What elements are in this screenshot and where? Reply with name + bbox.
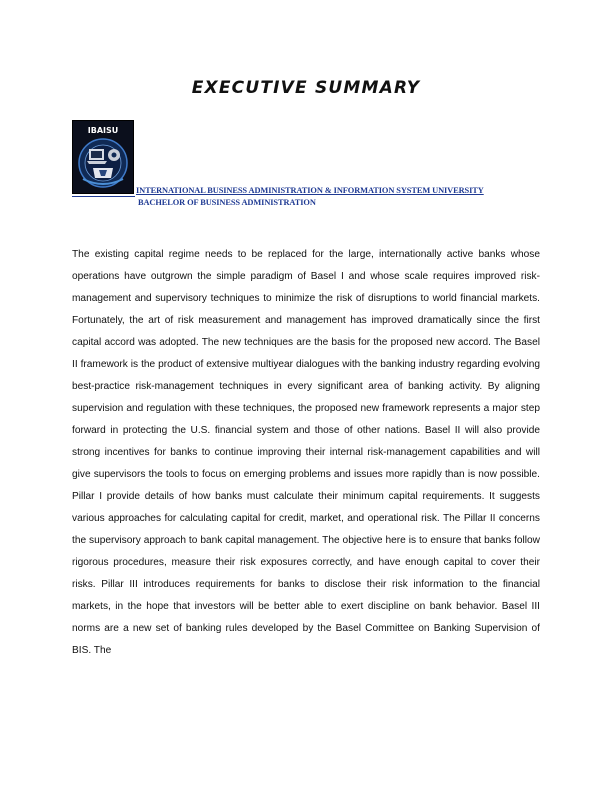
page-title: EXECUTIVE SUMMARY	[191, 78, 421, 98]
institution-name: INTERNATIONAL BUSINESS ADMINISTRATION & …	[136, 186, 484, 195]
logo-underline	[72, 196, 135, 197]
degree-name: BACHELOR OF BUSINESS ADMINISTRATION	[138, 198, 316, 207]
logo-text: IBAISU	[88, 126, 119, 135]
university-crest-logo: IBAISU	[72, 120, 134, 194]
summary-paragraph: The existing capital regime needs to be …	[72, 249, 540, 656]
